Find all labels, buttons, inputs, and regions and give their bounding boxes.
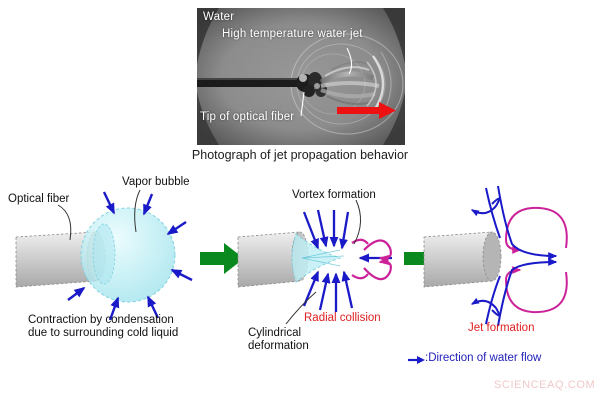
legend-direction-of-water-flow: :Direction of water flow	[425, 352, 542, 364]
panel-3-jet-formation	[423, 185, 568, 327]
panel-1-bubble-contraction	[15, 189, 193, 321]
label-contraction: Contraction by condensation due to surro…	[28, 314, 178, 340]
label-cylindrical-line2: deformation	[248, 340, 309, 352]
jet-photograph	[197, 8, 405, 145]
label-cylindrical-line1: Cylindrical	[248, 327, 302, 339]
legend-arrow-icon	[408, 356, 425, 364]
figure-caption: Photograph of jet propagation behavior	[191, 148, 409, 162]
photo-label-jet: High temperature water jet	[222, 28, 363, 40]
panel-2-radial-collision	[237, 199, 392, 325]
label-contraction-line1: Contraction by condensation	[28, 314, 174, 326]
label-jet-formation: Jet formation	[468, 322, 535, 334]
photo-label-fiber-tip: Tip of optical fiber	[200, 111, 295, 123]
label-contraction-line2: due to surrounding cold liquid	[28, 327, 179, 339]
label-vortex-formation: Vortex formation	[292, 189, 376, 201]
watermark: SCIENCEAQ.COM	[494, 379, 596, 391]
label-radial-collision: Radial collision	[304, 312, 381, 324]
label-cylindrical-deformation: Cylindrical deformation	[248, 327, 309, 353]
green-transition-arrow-2	[404, 243, 448, 274]
green-transition-arrow-1	[200, 243, 244, 274]
photo-label-water: Water	[203, 11, 235, 23]
label-optical-fiber: Optical fiber	[8, 193, 70, 205]
label-vapor-bubble: Vapor bubble	[122, 176, 190, 188]
